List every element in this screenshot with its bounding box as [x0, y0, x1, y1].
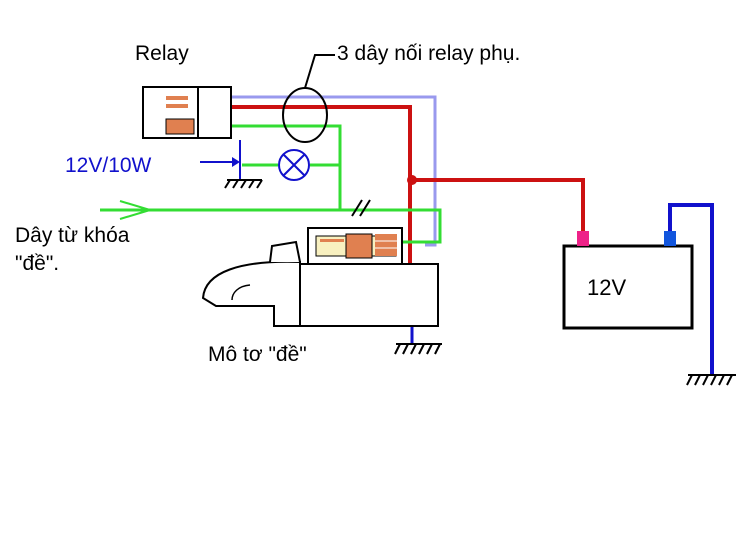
battery-label: 12V — [587, 275, 626, 300]
key-wire-label-2: "đề". — [15, 252, 59, 275]
starter-label: Mô tơ "đề" — [208, 343, 307, 366]
green-arrow-lower — [119, 209, 151, 220]
red-wire-relay — [230, 105, 412, 282]
ground-symbol-battery — [686, 374, 736, 386]
wire-bundle-leader — [304, 54, 335, 89]
relay-box — [142, 86, 232, 139]
lightblue-wire — [230, 95, 437, 247]
red-wire-battery — [410, 178, 585, 232]
break-mark-1 — [351, 199, 363, 217]
battery-positive-terminal — [577, 231, 589, 246]
lamp-icon — [278, 149, 310, 181]
relay-label: Relay — [135, 42, 189, 65]
green-arrow-upper — [119, 200, 151, 211]
lamp-label: 12V/10W — [65, 154, 152, 177]
blue-arrowhead — [232, 157, 240, 167]
break-mark-2 — [359, 199, 371, 217]
ground-symbol-relay — [224, 179, 263, 189]
extra-wires-label: 3 dây nối relay phụ. — [337, 42, 520, 65]
green-wire-key — [100, 208, 442, 244]
battery-negative-terminal — [664, 231, 676, 246]
battery — [562, 231, 694, 330]
blue-battery-ground — [668, 203, 714, 374]
key-wire-label-1: Dây từ khóa — [15, 224, 130, 247]
red-junction — [407, 175, 417, 185]
green-wire-relay — [198, 124, 342, 165]
starter-motor — [201, 227, 439, 327]
ground-symbol-motor — [394, 343, 442, 355]
